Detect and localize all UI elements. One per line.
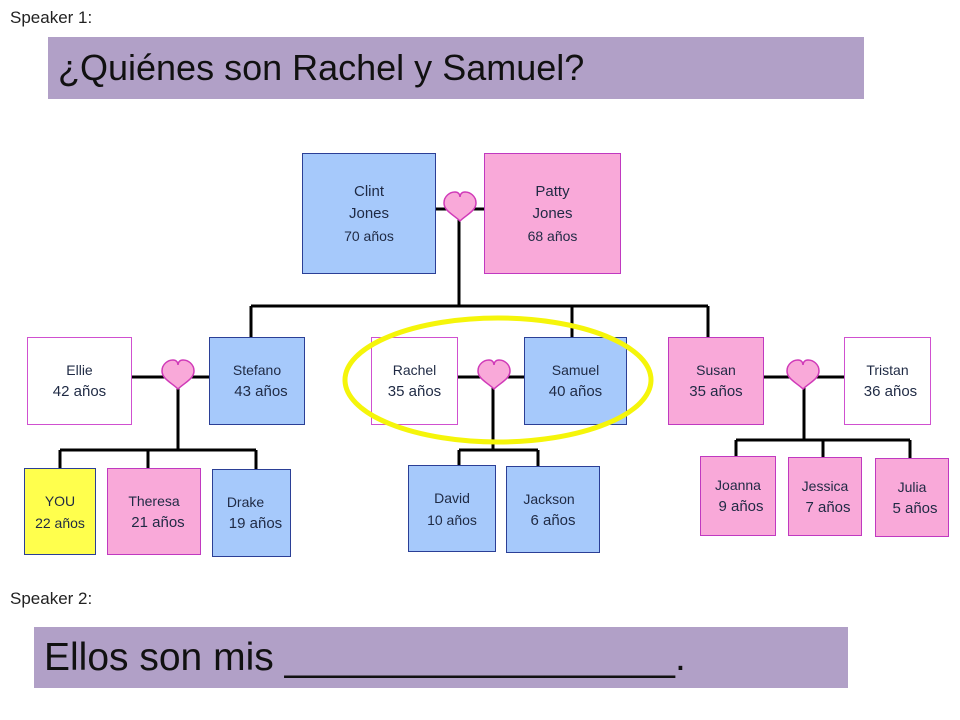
person-samuel: Samuel 40 años [524,337,627,425]
question-banner: ¿Quiénes son Rachel y Samuel? [48,37,864,99]
highlight-circle [342,315,654,445]
person-susan-name: Susan [696,362,736,378]
person-rachel: Rachel 35 años [371,337,458,425]
person-tristan-age: 36 años [863,383,918,400]
person-julia-name: Julia [897,478,927,495]
person-david-age: 10 años [427,511,477,528]
person-clint: Clint Jones 70 años [302,153,436,274]
speaker-1-label: Speaker 1: [10,8,93,27]
person-rachel-name: Rachel [392,362,437,378]
heart-icon [443,191,477,222]
person-drake-age: 19 años [228,515,283,532]
person-patty-last-name: Jones [532,204,573,222]
person-theresa-age: 21 años [131,513,185,531]
person-theresa: Theresa 21 años [107,468,201,555]
person-clint-last-name: Jones [348,204,390,222]
answer-text: Ellos son mis __________________. [44,635,686,679]
person-jessica: Jessica 7 años [788,457,862,536]
person-samuel-name: Samuel [551,362,600,378]
person-tristan-name: Tristan [866,362,909,378]
answer-banner: Ellos son mis __________________. [34,627,848,688]
person-you: YOU 22 años [24,468,96,555]
person-samuel-age: 40 años [548,383,603,400]
person-ellie: Ellie 42 años [27,337,132,425]
person-julia: Julia 5 años [875,458,949,537]
person-jackson: Jackson 6 años [506,466,600,553]
person-jackson-age: 6 años [530,511,576,529]
person-jackson-name: Jackson [523,490,575,507]
person-patty-age: 68 años [527,227,578,244]
person-you-age: 22 años [35,514,85,531]
person-clint-first-name: Clint [353,182,384,200]
person-stefano-age: 43 años [234,383,288,400]
person-susan: Susan 35 años [668,337,764,425]
person-stefano-name: Stefano [232,362,282,378]
question-text: ¿Quiénes son Rachel y Samuel? [58,47,585,88]
person-patty-first-name: Patty [535,182,570,200]
person-rachel-age: 35 años [387,383,442,400]
person-joanna-name: Joanna [715,477,761,493]
person-theresa-name: Theresa [128,492,180,509]
person-clint-age: 70 años [344,227,394,244]
person-patty: Patty Jones 68 años [484,153,621,274]
person-stefano: Stefano 43 años [209,337,305,425]
person-julia-age: 5 años [892,499,938,517]
person-susan-age: 35 años [689,383,743,400]
heart-icon [161,359,195,390]
speaker-2-label: Speaker 2: [10,589,93,608]
person-you-name: YOU [44,492,76,509]
person-david-name: David [434,489,470,506]
person-jessica-name: Jessica [801,477,849,494]
person-ellie-name: Ellie [66,362,93,378]
person-jessica-age: 7 años [805,498,851,516]
person-drake-name: Drake [226,494,265,510]
person-drake: Drake 19 años [212,469,291,557]
person-joanna: Joanna 9 años [700,456,776,536]
heart-icon [786,359,820,390]
person-ellie-age: 42 años [52,383,107,400]
person-joanna-age: 9 años [718,498,764,515]
heart-icon [477,359,511,390]
person-tristan: Tristan 36 años [844,337,931,425]
person-david: David 10 años [408,465,496,552]
